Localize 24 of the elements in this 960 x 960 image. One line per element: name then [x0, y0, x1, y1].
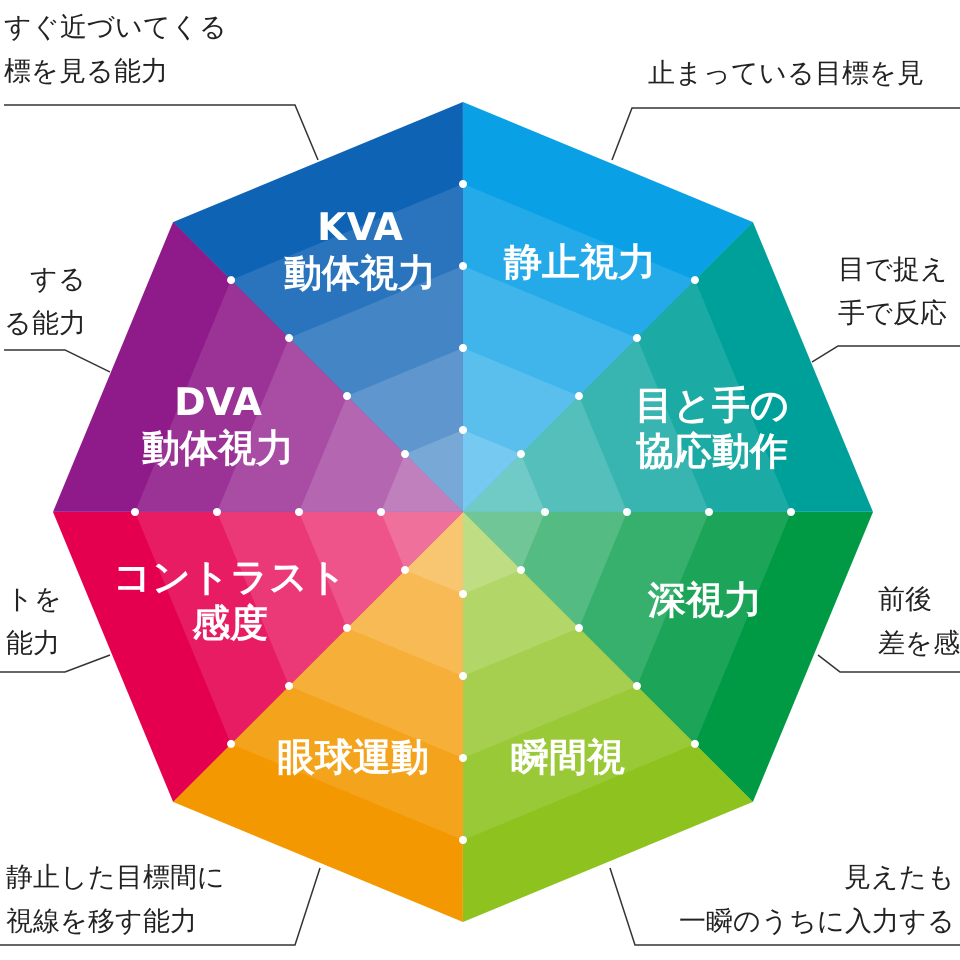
segment-label: 瞬間視	[511, 734, 625, 780]
callout-text: 見えたも一瞬のうちに入力する	[650, 856, 955, 944]
segment-label: KVA 動体視力	[284, 204, 436, 296]
leader-line	[4, 349, 110, 373]
callout-text: 前後差を感	[878, 578, 960, 666]
callout-text: するる能力	[4, 258, 86, 346]
callout-text: すぐ近づいてくる標を見る能力	[4, 6, 227, 94]
segment-label: DVA 動体視力	[142, 378, 294, 471]
leader-line	[4, 104, 319, 160]
leader-line	[0, 868, 321, 946]
segment-label: 静止視力	[504, 239, 656, 285]
leader-line	[0, 654, 110, 673]
callout-text: 目で捉え手で反応	[838, 248, 948, 336]
segment-label: 眼球運動	[276, 734, 429, 780]
leader-line	[609, 868, 960, 946]
leader-line	[611, 107, 960, 160]
segment-label: 深視力	[648, 577, 762, 623]
segment-label: コントラスト感度	[113, 554, 347, 646]
callout-text: 静止した目標間に視線を移す能力	[6, 856, 225, 944]
callout-text: トを能力	[6, 578, 58, 666]
leader-line	[812, 345, 960, 363]
leader-line	[818, 654, 960, 673]
callout-text: 止まっている目標を見	[648, 52, 924, 96]
segment-label: 目と手の協応動作	[635, 382, 789, 474]
